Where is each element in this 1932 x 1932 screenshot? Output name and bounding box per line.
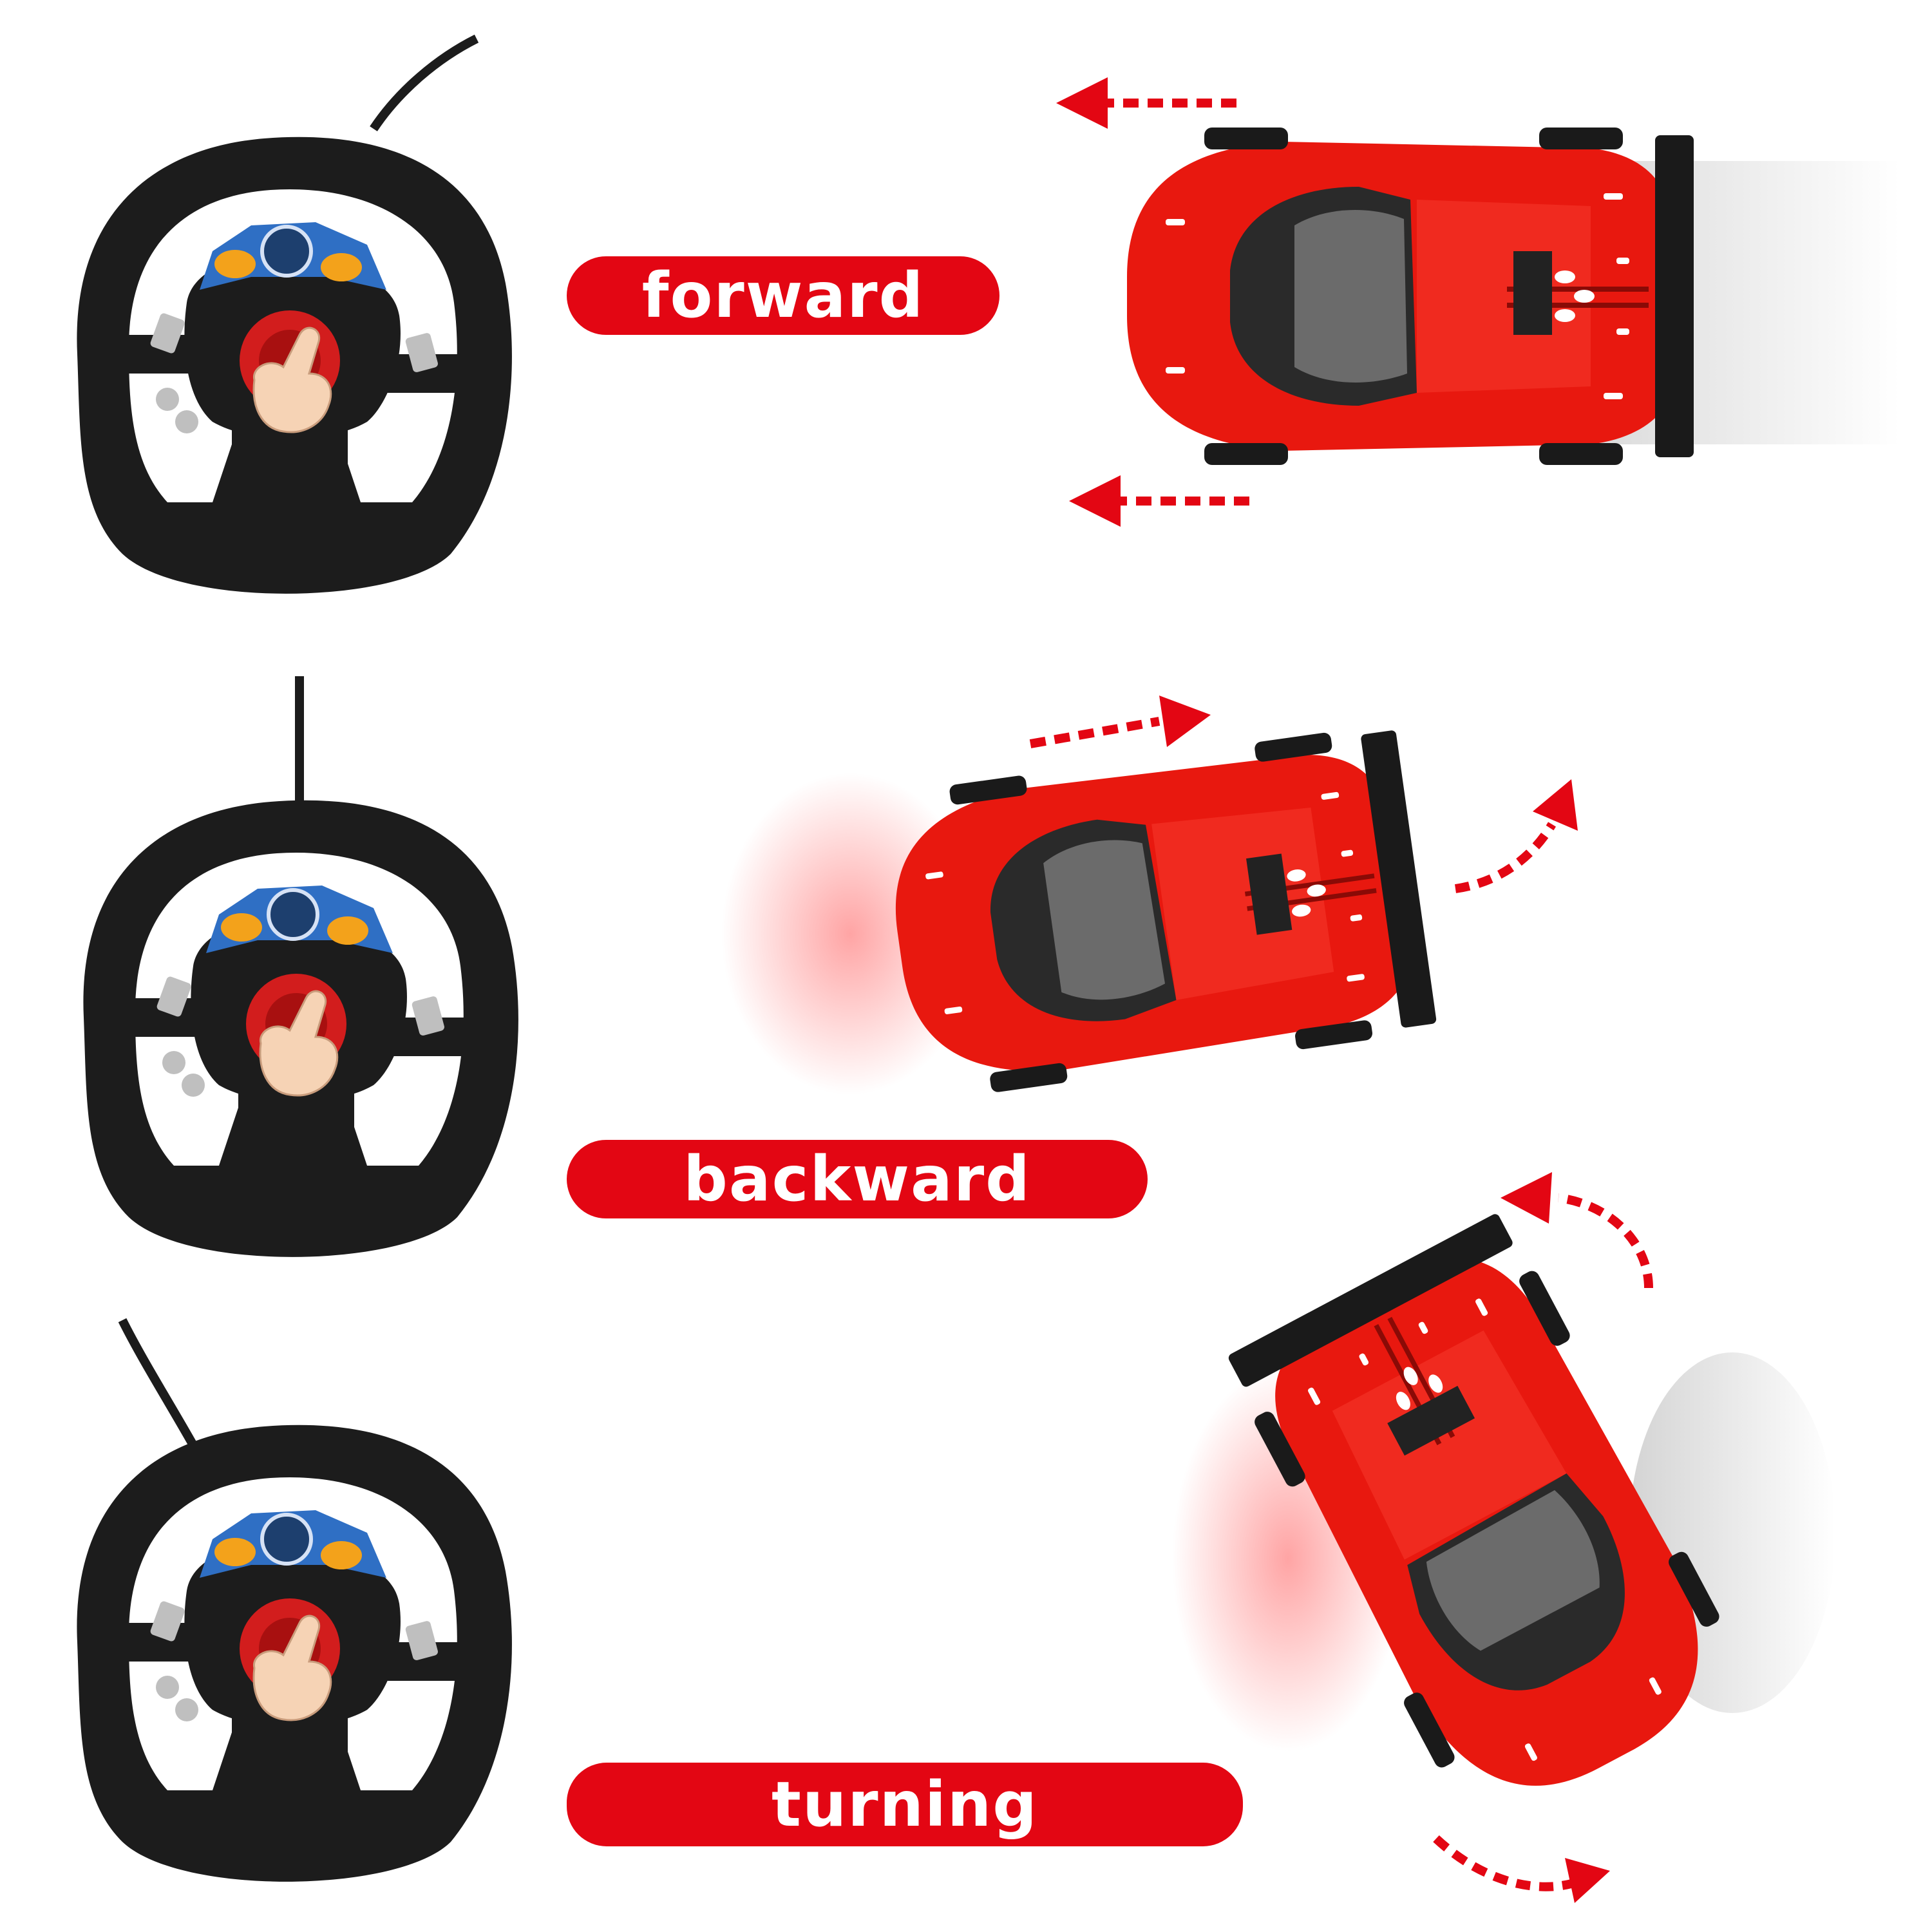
arrow-head-icon bbox=[1533, 779, 1578, 831]
motion-arrow-icon bbox=[1558, 1193, 1653, 1289]
forward-label: forward bbox=[567, 256, 999, 335]
cable bbox=[370, 34, 479, 131]
arrow-head-icon bbox=[1069, 475, 1121, 527]
turning-label: turning bbox=[567, 1763, 1243, 1846]
motion-arrow-icon bbox=[1029, 717, 1160, 748]
steering-wheel-remote-icon bbox=[77, 1425, 512, 1882]
backward-label: backward bbox=[567, 1140, 1148, 1218]
motion-arrow-icon bbox=[1433, 1835, 1573, 1891]
red-sports-car-icon bbox=[1127, 128, 1694, 465]
arrow-head-icon bbox=[1056, 77, 1108, 129]
row-forward bbox=[77, 34, 1900, 594]
motion-arrow-icon bbox=[1454, 822, 1557, 893]
steering-wheel-remote-icon bbox=[77, 137, 512, 594]
arrow-head-icon bbox=[1501, 1172, 1552, 1224]
forward-label-text: forward bbox=[641, 260, 925, 332]
row-turning bbox=[77, 1172, 1835, 1903]
arrow-head-icon bbox=[1565, 1858, 1610, 1903]
turning-label-text: turning bbox=[772, 1768, 1038, 1841]
steering-wheel-remote-icon bbox=[83, 800, 518, 1257]
row-backward bbox=[83, 676, 1578, 1257]
backward-label-text: backward bbox=[683, 1143, 1031, 1215]
red-sports-car-icon bbox=[878, 723, 1438, 1103]
arrow-head-icon bbox=[1159, 696, 1211, 747]
